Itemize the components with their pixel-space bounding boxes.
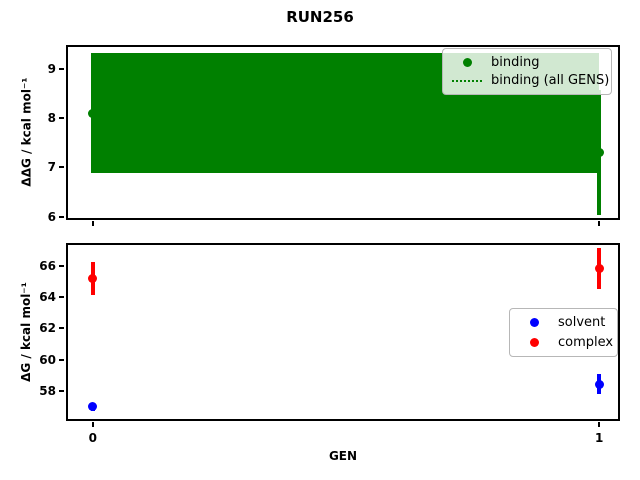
data-point-complex	[88, 273, 98, 283]
y-tick-mark	[59, 117, 64, 120]
legend-label-solvent: solvent	[558, 315, 606, 331]
complex-dot-icon	[518, 337, 550, 347]
y-tick-mark	[59, 166, 64, 169]
y-tick-mark	[59, 327, 64, 330]
axes-bottom-dg	[66, 243, 620, 421]
x-tick-label: 1	[595, 431, 604, 445]
y-tick-label: 64	[39, 290, 56, 305]
y-tick-mark	[59, 68, 64, 71]
x-tick-label: 0	[88, 431, 97, 445]
data-point-complex	[594, 264, 604, 274]
data-point-solvent	[88, 402, 98, 412]
y-tick-label: 9	[47, 62, 56, 77]
binding-dot-icon	[451, 57, 483, 67]
y-tick-label: 6	[47, 209, 56, 224]
y-tick-label: 62	[39, 321, 56, 336]
figure-title: RUN256	[286, 8, 354, 26]
y-tick-mark	[59, 264, 64, 267]
y-tick-mark	[59, 358, 64, 361]
data-point-binding	[88, 108, 98, 118]
y-tick-label: 8	[47, 111, 56, 126]
legend-label-binding: binding	[491, 54, 540, 70]
dotted-line-icon	[451, 79, 483, 82]
y-tick-label: 7	[47, 160, 56, 175]
legend-item-solvent: solvent	[518, 313, 609, 333]
x-axis-label: GEN	[328, 449, 358, 463]
data-point-binding	[594, 148, 604, 158]
legend-label-complex: complex	[558, 334, 614, 350]
data-point-solvent	[594, 379, 604, 389]
y-tick-label: 58	[39, 384, 56, 399]
x-tick-mark	[598, 221, 601, 226]
y-tick-mark	[59, 296, 64, 299]
x-tick-mark	[91, 221, 94, 226]
y-tick-mark	[59, 215, 64, 218]
y-tick-mark	[59, 390, 64, 393]
legend-item-binding: binding	[451, 53, 603, 72]
legend-bottom: solvent complex	[509, 308, 618, 357]
x-tick-mark	[91, 422, 94, 427]
x-tick-mark	[598, 422, 601, 427]
legend-item-binding-all-gens: binding (all GENS)	[451, 72, 609, 91]
legend-top: binding binding (all GENS)	[442, 48, 612, 95]
solvent-dot-icon	[518, 318, 550, 328]
axes-top-binding	[66, 45, 620, 220]
legend-label-binding-all-gens: binding (all GENS)	[491, 73, 610, 89]
y-tick-label: 60	[39, 352, 56, 367]
y-tick-label: 66	[39, 258, 56, 273]
legend-item-complex: complex	[518, 333, 613, 353]
